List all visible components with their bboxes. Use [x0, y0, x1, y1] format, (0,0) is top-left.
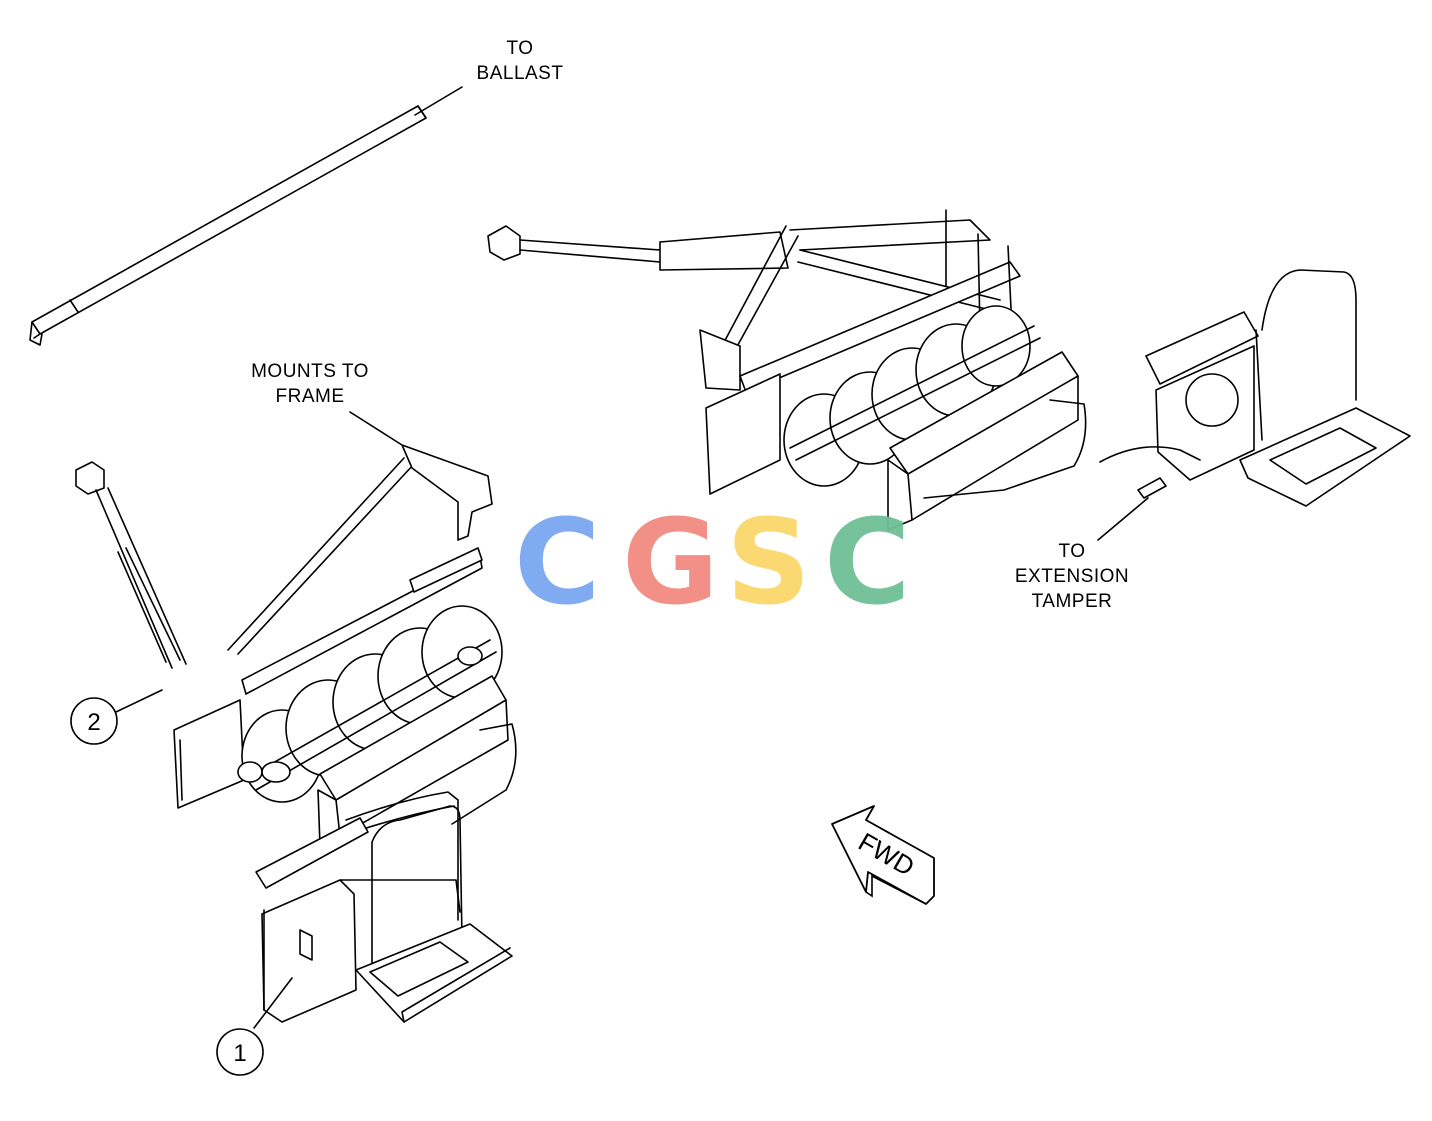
callout-1-number: 1	[233, 1040, 246, 1067]
ballast-leader-line	[414, 86, 463, 116]
mounts-to-frame-label: MOUNTS TO FRAME	[232, 359, 388, 409]
extension-line3: TAMPER	[1031, 591, 1113, 612]
to-ballast-line2: BALLAST	[476, 63, 564, 84]
watermark-c1: C	[514, 493, 601, 631]
callout-1-circle	[216, 1028, 264, 1076]
watermark-s: S	[726, 493, 811, 631]
watermark-c2: C	[824, 493, 911, 631]
mounts-line2: FRAME	[275, 386, 345, 407]
to-ballast-label: TO BALLAST	[470, 36, 570, 86]
callout-2-leader	[115, 689, 163, 713]
callout-2-circle	[70, 697, 118, 745]
extension-line1: TO	[1058, 541, 1086, 562]
extension-line2: EXTENSION	[1014, 566, 1130, 587]
left-auger-assembly	[75, 444, 517, 1023]
callout-2-number: 2	[87, 709, 100, 736]
extension-leader-line	[1097, 497, 1149, 541]
mounts-line1: MOUNTS TO	[251, 361, 369, 382]
to-ballast-line1: TO	[506, 38, 534, 59]
to-extension-tamper-label: TO EXTENSION TAMPER	[1000, 539, 1144, 614]
watermark-g: G	[622, 493, 719, 631]
fwd-arrow	[831, 805, 935, 905]
watermark: C G S C	[514, 493, 911, 631]
mounts-leader-line	[349, 411, 403, 446]
callout-1-leader	[253, 977, 293, 1029]
ballast-rod	[29, 86, 463, 346]
right-auger-assembly	[487, 209, 1411, 541]
